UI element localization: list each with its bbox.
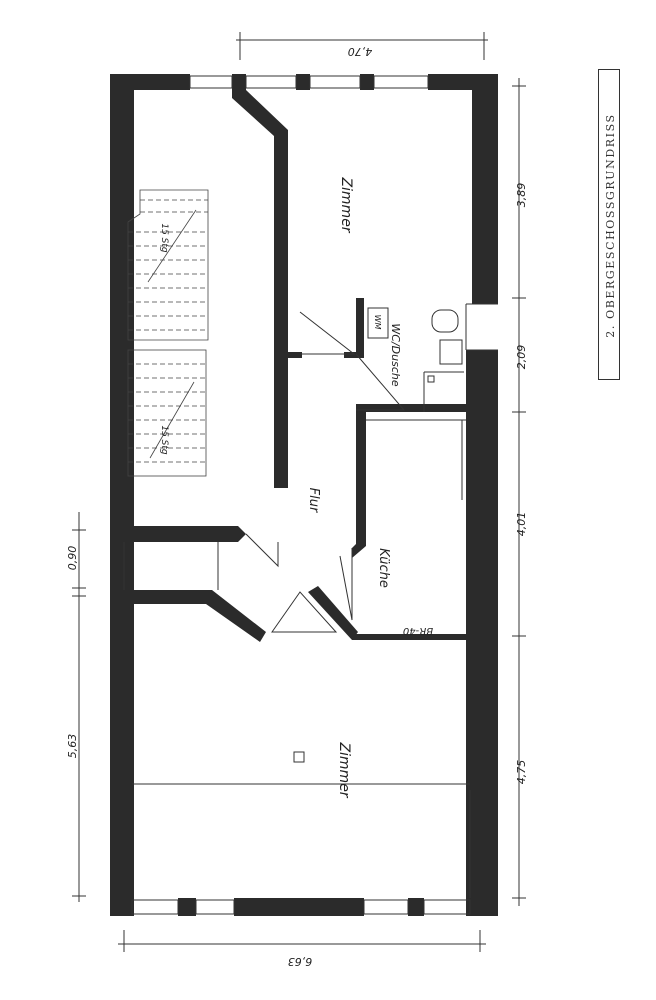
dimension-right-3: 4,01 bbox=[515, 512, 528, 537]
outer-walls bbox=[110, 74, 498, 916]
toilet-icon bbox=[431, 309, 459, 333]
plan-title-box: 2. OBERGESCHOSSGRUNDRISS bbox=[598, 69, 620, 380]
room-label-flur: Flur bbox=[306, 488, 321, 514]
dimension-right-4: 4,75 bbox=[515, 760, 528, 785]
column-marker bbox=[293, 751, 305, 763]
stair-label-upper: 15 Stg bbox=[159, 223, 169, 253]
window-sill-annotation: BR-40 bbox=[403, 625, 433, 636]
door-swings bbox=[245, 311, 406, 633]
room-label-wm: WM bbox=[373, 315, 382, 330]
dimension-right-2: 2,09 bbox=[515, 345, 528, 370]
dimension-left-1: 0,90 bbox=[66, 546, 79, 571]
dimension-top: 4,70 bbox=[348, 45, 373, 58]
interior-walls bbox=[124, 90, 482, 642]
staircase-lower bbox=[127, 349, 207, 477]
room-label-zimmer-bottom: Zimmer bbox=[336, 741, 352, 798]
dimension-right-1: 3,89 bbox=[515, 183, 528, 208]
bathroom-fixtures bbox=[367, 307, 463, 383]
thin-lines bbox=[123, 303, 498, 898]
dimension-lines bbox=[72, 32, 526, 952]
room-label-kueche: Küche bbox=[376, 548, 391, 588]
room-label-zimmer-top: Zimmer bbox=[338, 176, 354, 233]
staircase-upper bbox=[127, 189, 209, 341]
plan-title: 2. OBERGESCHOSSGRUNDRISS bbox=[603, 113, 617, 338]
room-label-wc-dusche: WC/Dusche bbox=[389, 323, 402, 386]
dimension-bottom: 6,63 bbox=[288, 955, 313, 968]
windows bbox=[131, 75, 471, 915]
stair-label-lower: 15 Stg bbox=[159, 425, 169, 455]
dimension-left-2: 5,63 bbox=[66, 734, 79, 759]
shower-icon bbox=[439, 339, 463, 365]
